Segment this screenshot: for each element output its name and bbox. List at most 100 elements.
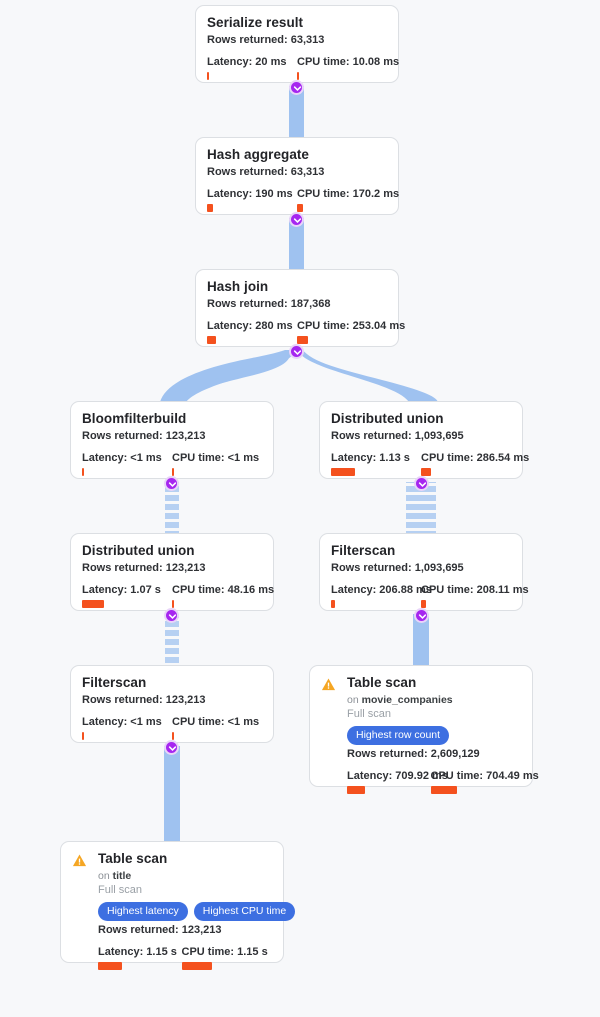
node-header: Distributed union Rows returned: 1,093,6… xyxy=(331,411,511,443)
metric-latency: Latency: <1 ms xyxy=(82,452,172,476)
metric-cpu-bar xyxy=(297,72,299,80)
collapse-toggle-hash-join[interactable] xyxy=(289,344,304,359)
plan-node-distributed-union-left[interactable]: Distributed union Rows returned: 123,213… xyxy=(70,533,274,611)
node-badges: Highest latency Highest CPU time xyxy=(98,902,296,921)
node-header: Bloomfilterbuild Rows returned: 123,213 xyxy=(82,411,262,443)
metric-cpu-time: CPU time: <1 ms xyxy=(172,452,259,476)
node-metrics: Latency: 1.15 s CPU time: 1.15 s xyxy=(98,946,272,970)
warning-triangle-icon xyxy=(72,854,87,867)
collapse-toggle-filterscan-right[interactable] xyxy=(414,608,429,623)
metric-latency-bar xyxy=(331,468,355,476)
table-name: movie_companies xyxy=(361,694,453,706)
metric-latency-label: Latency: 1.15 s xyxy=(98,946,177,958)
metric-latency: Latency: 190 ms xyxy=(207,188,297,212)
edge-filterscan-to-tablescan-left xyxy=(164,746,180,842)
metric-cpu-time: CPU time: <1 ms xyxy=(172,716,259,740)
metric-latency-bar xyxy=(207,204,213,212)
node-metrics: Latency: 206.88 ms CPU time: 208.11 ms xyxy=(331,584,529,608)
plan-node-table-scan-movie-companies[interactable]: Table scan on movie_companies Full scan … xyxy=(309,665,539,794)
collapse-toggle-distributed-union-right[interactable] xyxy=(414,476,429,491)
metric-cpu-bar xyxy=(421,468,431,476)
metric-latency-bar xyxy=(82,600,104,608)
metric-latency-label: Latency: 206.88 ms xyxy=(331,584,432,596)
metric-cpu-time: CPU time: 1.15 s xyxy=(181,946,268,970)
metric-latency-label: Latency: 190 ms xyxy=(207,188,293,200)
node-header: Distributed union Rows returned: 123,213 xyxy=(82,543,262,575)
edge-filterscan-to-tablescan-right xyxy=(413,614,429,666)
node-metrics: Latency: 20 ms CPU time: 10.08 ms xyxy=(207,56,399,80)
metric-cpu-bar xyxy=(297,204,303,212)
metric-cpu-time: CPU time: 704.49 ms xyxy=(430,770,539,794)
metric-latency: Latency: 1.13 s xyxy=(331,452,421,476)
metric-latency-bar xyxy=(98,962,122,970)
metric-cpu-bar xyxy=(172,732,174,740)
warning-triangle-icon xyxy=(321,678,336,691)
plan-node-hash-aggregate[interactable]: Hash aggregate Rows returned: 63,313 Lat… xyxy=(195,137,399,215)
metric-latency-label: Latency: 280 ms xyxy=(207,320,293,332)
node-metrics: Latency: 1.07 s CPU time: 48.16 ms xyxy=(82,584,274,608)
collapse-toggle-hash-aggregate[interactable] xyxy=(289,212,304,227)
metric-latency-label: Latency: <1 ms xyxy=(82,716,162,728)
node-title: Hash join xyxy=(207,279,269,294)
metric-cpu-time: CPU time: 208.11 ms xyxy=(421,584,529,608)
collapse-toggle-bloomfilterbuild[interactable] xyxy=(164,476,179,491)
node-rows-returned: Rows returned: 123,213 xyxy=(82,562,206,574)
metric-cpu-label: CPU time: 208.11 ms xyxy=(421,584,529,596)
node-metrics: Latency: 709.92 ms CPU time: 704.49 ms xyxy=(347,770,539,794)
metric-cpu-label: CPU time: <1 ms xyxy=(172,452,260,464)
node-rows-returned: Rows returned: 1,093,695 xyxy=(331,562,464,574)
node-header: Filterscan Rows returned: 1,093,695 xyxy=(331,543,511,575)
collapse-toggle-distributed-union-left[interactable] xyxy=(164,608,179,623)
edge-bloomfilter-to-union-striped xyxy=(165,482,179,534)
plan-node-filterscan-left[interactable]: Filterscan Rows returned: 123,213 Latenc… xyxy=(70,665,274,743)
metric-cpu-label: CPU time: <1 ms xyxy=(172,716,260,728)
edge-join-to-bloomfilterbuild-body xyxy=(160,349,296,402)
metric-cpu-bar xyxy=(172,600,174,608)
metric-latency-label: Latency: 709.92 ms xyxy=(347,770,448,782)
node-title: Filterscan xyxy=(82,675,147,690)
metric-latency-label: Latency: 1.07 s xyxy=(82,584,161,596)
metric-cpu-label: CPU time: 286.54 ms xyxy=(421,452,530,464)
edge-join-to-distributed-union-body xyxy=(298,349,438,402)
metric-latency: Latency: 1.15 s xyxy=(98,946,182,970)
node-rows-returned: Rows returned: 63,313 xyxy=(207,166,325,178)
node-title: Serialize result xyxy=(207,15,304,30)
collapse-toggle-filterscan-left[interactable] xyxy=(164,740,179,755)
node-scan-type: Full scan xyxy=(347,708,392,720)
metric-latency-bar xyxy=(82,732,84,740)
plan-node-distributed-union-right[interactable]: Distributed union Rows returned: 1,093,6… xyxy=(319,401,529,479)
metric-latency: Latency: 1.07 s xyxy=(82,584,172,608)
plan-node-filterscan-right[interactable]: Filterscan Rows returned: 1,093,695 Late… xyxy=(319,533,529,611)
collapse-toggle-serialize-result[interactable] xyxy=(289,80,304,95)
node-rows-returned: Rows returned: 123,213 xyxy=(82,430,206,442)
metric-latency: Latency: 709.92 ms xyxy=(347,770,448,794)
edge-union-to-filterscan-left-striped xyxy=(165,614,179,666)
metric-latency: Latency: <1 ms xyxy=(82,716,172,740)
metric-cpu-bar xyxy=(430,786,457,794)
node-scan-type: Full scan xyxy=(98,884,143,896)
node-rows-returned: Rows returned: 63,313 xyxy=(207,34,325,46)
plan-node-hash-join[interactable]: Hash join Rows returned: 187,368 Latency… xyxy=(195,269,405,347)
metric-latency-label: Latency: <1 ms xyxy=(82,452,162,464)
node-rows-returned: Rows returned: 123,213 xyxy=(82,694,206,706)
node-rows-returned: Rows returned: 123,213 xyxy=(98,924,222,936)
metric-cpu-label: CPU time: 170.2 ms xyxy=(297,188,400,200)
status-badge-highest-cpu-time[interactable]: Highest CPU time xyxy=(193,902,296,921)
metric-cpu-bar xyxy=(181,962,212,970)
node-badges: Highest row count xyxy=(347,726,521,745)
metric-cpu-label: CPU time: 48.16 ms xyxy=(172,584,275,596)
node-title: Table scan xyxy=(98,851,168,866)
node-title: Filterscan xyxy=(331,543,396,558)
plan-node-table-scan-title[interactable]: Table scan on title Full scan Highest la… xyxy=(60,841,296,970)
metric-cpu-bar xyxy=(172,468,174,476)
node-title: Distributed union xyxy=(331,411,444,426)
status-badge-highest-row-count[interactable]: Highest row count xyxy=(347,726,450,745)
node-metrics: Latency: 280 ms CPU time: 253.04 ms xyxy=(207,320,405,344)
status-badge-highest-latency[interactable]: Highest latency xyxy=(98,902,188,921)
node-rows-returned: Rows returned: 187,368 xyxy=(207,298,331,310)
node-title: Table scan xyxy=(347,675,417,690)
node-target-table: on movie_companies xyxy=(347,693,521,707)
plan-node-serialize-result[interactable]: Serialize result Rows returned: 63,313 L… xyxy=(195,5,399,83)
plan-node-bloomfilterbuild[interactable]: Bloomfilterbuild Rows returned: 123,213 … xyxy=(70,401,274,479)
